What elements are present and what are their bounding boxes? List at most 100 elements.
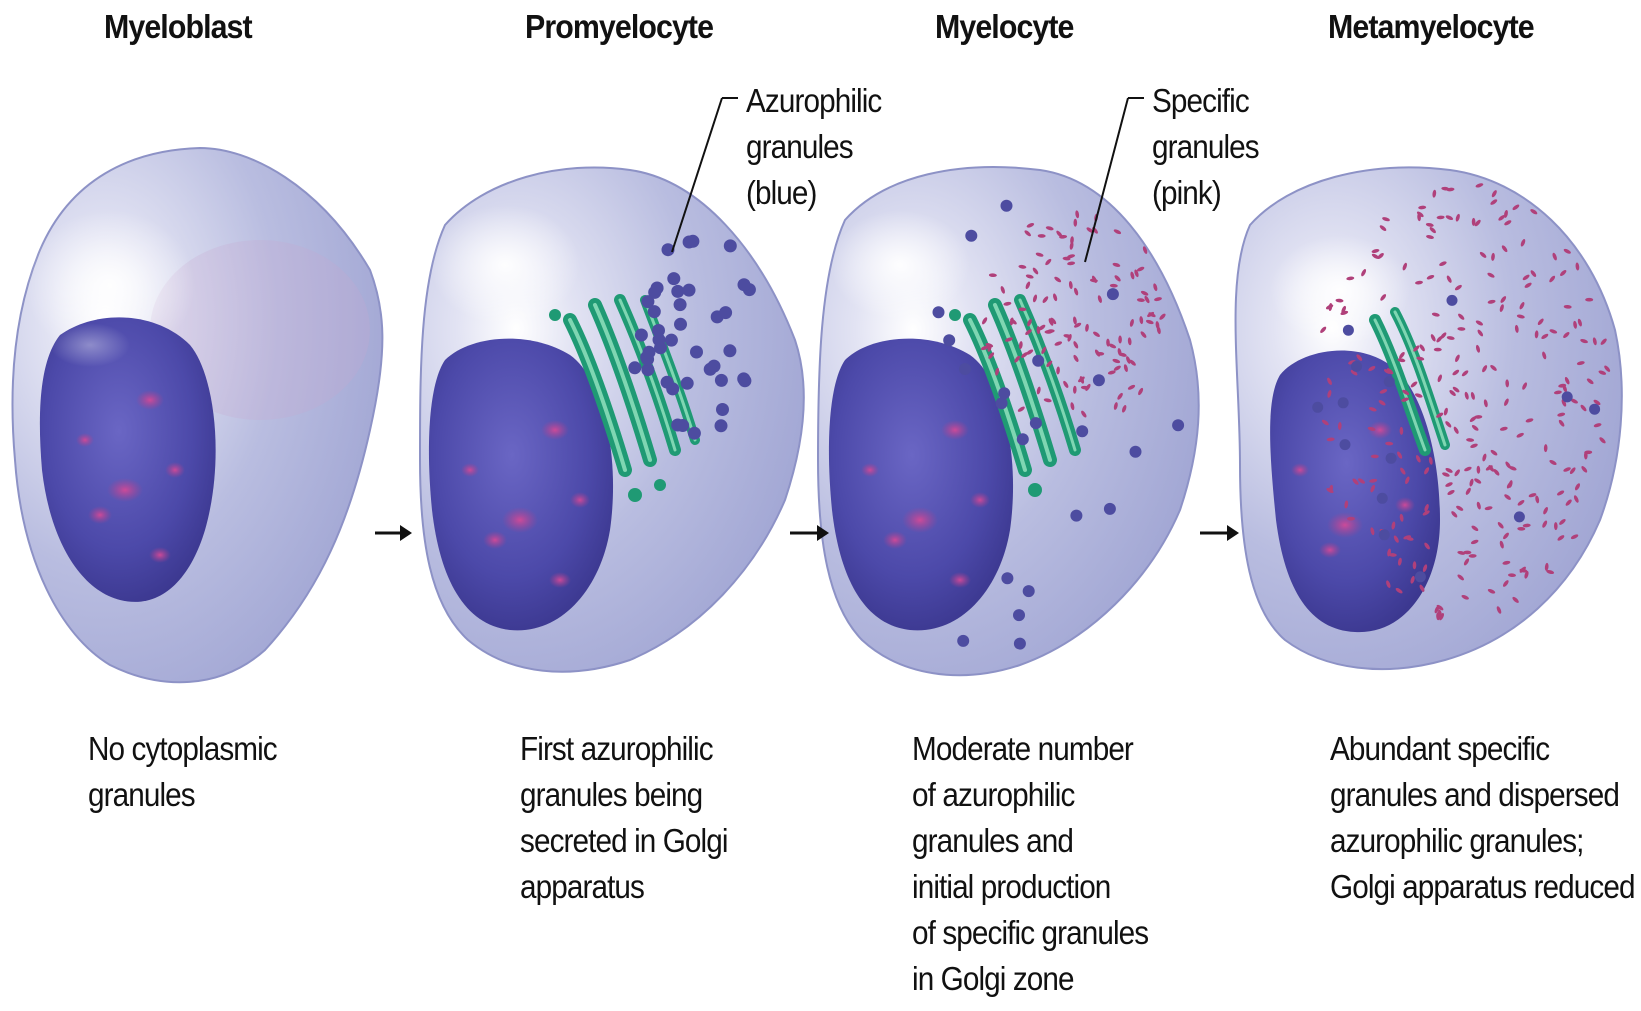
caption-line: No cytoplasmic (88, 726, 277, 772)
callout-line: granules (746, 124, 881, 170)
azurophilic-granule (688, 427, 701, 440)
metamyelocyte-chromatin (1291, 463, 1309, 477)
caption-line: initial production (912, 864, 1148, 910)
myeloblast-nucleus-highlight (50, 323, 130, 367)
azurophilic-granule (996, 397, 1008, 409)
azurophilic-granule (653, 333, 666, 346)
azurophilic-granule (1343, 325, 1354, 336)
callout-line: (blue) (746, 170, 881, 216)
azurophilic-granule (1032, 355, 1044, 367)
azurophilic-granule (1386, 453, 1397, 464)
metamyelocyte-chromatin (1395, 497, 1415, 513)
metamyelocyte-chromatin (1319, 542, 1341, 558)
metamyelocyte-chromatin (1327, 512, 1363, 538)
caption-line: Abundant specific (1330, 726, 1635, 772)
azurophilic-granule (1070, 510, 1082, 522)
azurophilic-granule (1338, 397, 1349, 408)
caption-line: azurophilic granules; (1330, 818, 1635, 864)
promyelocyte-chromatin (502, 507, 538, 533)
stage-title-promyelocyte: Promyelocyte (525, 8, 713, 46)
myelocyte-chromatin (970, 492, 990, 508)
azurophilic-granule (643, 346, 656, 359)
azurophilic-granule (1001, 572, 1013, 584)
azurophilic-granule (943, 334, 955, 346)
azurophilic-granule (674, 318, 687, 331)
myeloblast-chromatin (76, 433, 94, 447)
caption-line: granules and dispersed (1330, 772, 1635, 818)
azurophilic-granule (676, 419, 689, 432)
caption-line: Moderate number (912, 726, 1148, 772)
azurophilic-granule (1377, 493, 1388, 504)
caption-line: in Golgi zone (912, 956, 1148, 1002)
azurophilic-granule (648, 305, 661, 318)
azurophilic-granule (1351, 361, 1362, 372)
azurophilic-granule (738, 374, 751, 387)
azurophilic-granule (959, 363, 971, 375)
azurophilic-granule (1415, 571, 1426, 582)
azurophilic-granule (965, 230, 977, 242)
callout-line: granules (1152, 124, 1259, 170)
azurophilic-granule (628, 361, 641, 374)
promyelocyte-chromatin (570, 492, 590, 508)
caption-line: of azurophilic (912, 772, 1148, 818)
caption-promyelocyte: First azurophilic granules being secrete… (520, 726, 728, 910)
azurophilic-granule (1172, 419, 1184, 431)
myelocyte-nucleus (829, 339, 1013, 631)
myeloblast-chromatin (88, 506, 112, 524)
azurophilic-granule (1379, 529, 1390, 540)
callout-line: Azurophilic (746, 78, 881, 124)
azurophilic-granule (704, 363, 717, 376)
azurophilic-granule (1001, 200, 1013, 212)
azurophilic-granule (683, 284, 696, 297)
azurophilic-granule (1562, 391, 1573, 402)
promyelocyte-highlight (430, 205, 580, 325)
azurophilic-granule (1312, 402, 1323, 413)
myeloblast-chromatin (107, 478, 143, 502)
caption-myeloblast: No cytoplasmic granules (88, 726, 277, 818)
azurophilic-granule (738, 278, 751, 291)
azurophilic-granule (681, 377, 694, 390)
myelocyte-chromatin (883, 531, 907, 549)
azurophilic-granule (715, 374, 728, 387)
azurophilic-granule (933, 306, 945, 318)
azurophilic-granule (716, 403, 729, 416)
azurophilic-granule (1093, 374, 1105, 386)
myeloblast-chromatin (149, 547, 171, 563)
azurophilic-granule (1104, 503, 1116, 515)
azurophilic-granule (723, 344, 736, 357)
azurophilic-granule (998, 387, 1010, 399)
azurophilic-granule (690, 346, 703, 359)
azurophilic-granule (1340, 439, 1351, 450)
myelocyte-highlight (830, 210, 970, 320)
myelocyte-chromatin (949, 572, 971, 588)
myeloblast-chromatin (136, 390, 164, 410)
azurophilic-granule (1023, 585, 1035, 597)
stage-title-metamyelocyte: Metamyelocyte (1328, 8, 1534, 46)
stage-title-myeloblast: Myeloblast (104, 8, 252, 46)
specific-granules-label: Specific granules (pink) (1152, 78, 1259, 216)
specific-granule (1585, 298, 1593, 302)
azurophilic-granule (1014, 638, 1026, 650)
progression-arrow (1200, 525, 1239, 541)
promyelocyte-chromatin (461, 463, 479, 477)
caption-line: Golgi apparatus reduced (1330, 864, 1635, 910)
myelocyte-chromatin (902, 507, 938, 533)
promyelocyte-chromatin (541, 420, 569, 440)
azurophilic-granule (1017, 433, 1029, 445)
caption-myelocyte: Moderate number of azurophilic granules … (912, 726, 1148, 1002)
promyelocyte-chromatin (483, 531, 507, 549)
myeloblast-chromatin (165, 462, 185, 478)
myelocyte-chromatin (941, 420, 969, 440)
callout-line: (pink) (1152, 170, 1259, 216)
azurophilic-granule (1013, 609, 1025, 621)
azurophilic-granule (1030, 417, 1042, 429)
azurophilic-granule (665, 334, 678, 347)
metamyelocyte-highlight (1270, 235, 1410, 345)
progression-arrow (375, 525, 412, 541)
specific-granule (1472, 218, 1476, 226)
azurophilic-granule (1384, 376, 1395, 387)
specific-granule (1074, 219, 1078, 227)
promyelocyte-chromatin (549, 572, 571, 588)
azurophilic-granule (1514, 511, 1525, 522)
azurophilic-granule (719, 306, 732, 319)
